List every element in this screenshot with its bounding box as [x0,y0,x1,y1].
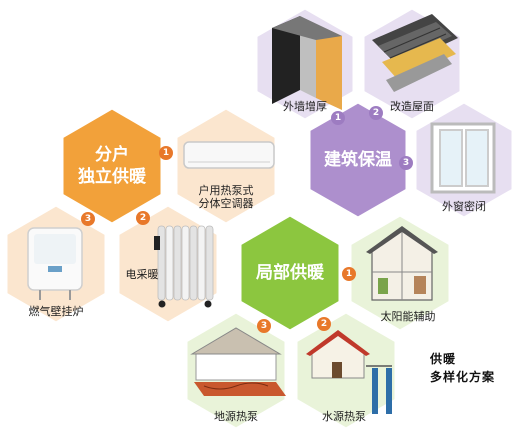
radiator-fin [181,225,190,301]
label-water-source: 水源热泵 [322,410,366,423]
badge-roof: 2 [369,106,383,120]
caption: 供暖 多样化方案 [430,350,495,386]
label-air-conditioner: 户用热泵式 分体空调器 [199,184,254,210]
radiator-fin [173,225,182,301]
label-window: 外窗密闭 [442,200,486,213]
badge-water-source: 2 [317,317,331,331]
ground-source-house-icon [190,327,286,396]
caption-line1: 供暖 [430,352,457,366]
badge-window: 3 [399,156,413,170]
radiator-knob [154,236,160,250]
wall-layers-icon [272,16,342,110]
roof-tiles-icon [372,14,458,92]
hex-local-heating [238,213,342,333]
label-solar: 太阳能辅助 [380,310,436,323]
radiator-wheel [204,300,212,308]
badge-gas-boiler: 3 [81,212,95,226]
label-wall-insulation: 外墙增厚 [283,100,327,113]
badge-ground-source: 3 [257,319,271,333]
hub-independent-line2: 独立供暖 [78,167,146,187]
label-ac-line1: 户用热泵式 [198,184,254,197]
label-electric-heating: 电采暖 [125,268,159,281]
radiator-fin [197,225,206,301]
label-ground-source: 地源热泵 [214,410,258,423]
hub-independent-line1: 分户 [95,145,129,165]
badge-electric-heating: 2 [136,211,150,225]
badge-air-conditioner: 1 [159,146,173,160]
air-conditioner-icon [183,141,275,169]
label-roof: 改造屋面 [390,100,434,113]
radiator-wheel [158,300,166,308]
caption-line2: 多样化方案 [430,370,496,384]
water-source-house-icon [306,330,392,414]
solar-house-icon [366,226,438,301]
hex-building-insulation [307,100,409,220]
radiator-fin [205,225,214,301]
radiator-fin [189,225,198,301]
badge-wall-insulation: 1 [331,111,345,125]
hub-local-heating: 局部供暖 [256,263,324,283]
label-gas-boiler: 燃气壁挂炉 [28,305,84,318]
gas-boiler-icon [27,227,83,300]
label-ac-line2: 分体空调器 [198,197,254,210]
window-frame-icon [430,122,496,194]
badge-solar: 1 [342,267,356,281]
hub-independent-heating: 分户 独立供暖 [78,144,146,188]
radiator-icon [154,225,214,308]
hub-building-insulation: 建筑保温 [324,150,392,170]
radiator-fin [165,225,174,301]
hex-independent-heating [60,106,164,226]
